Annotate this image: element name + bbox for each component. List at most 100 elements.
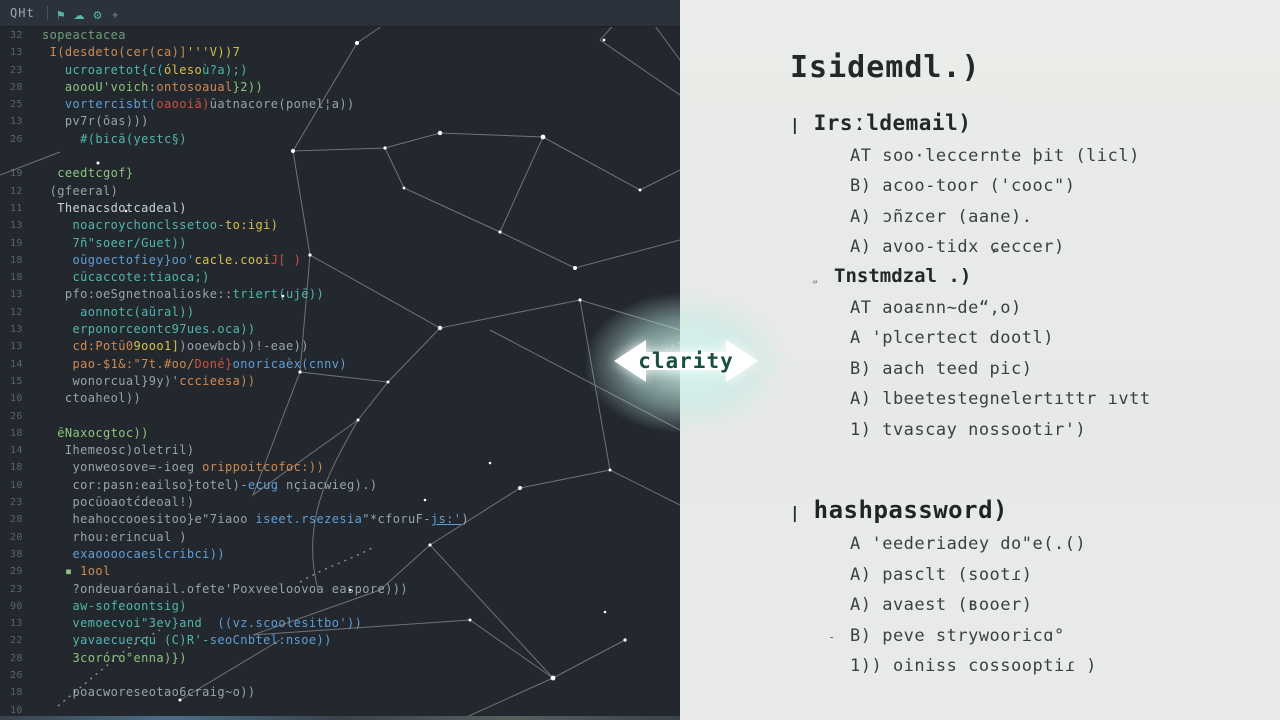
sparkle-icon[interactable]: ✦ xyxy=(110,8,120,22)
code-line: 13 I(desdeto(cer(ca)]'''V))7 xyxy=(0,44,680,61)
line-number: 10 xyxy=(10,479,23,491)
code-text: Ihemeosc)oletril) xyxy=(42,443,195,458)
code-text: wonorcual}9y)'cccieesa)) xyxy=(42,373,256,388)
line-number: 18 xyxy=(10,687,23,699)
line-number: 23 xyxy=(10,64,23,76)
code-line: 26 xyxy=(0,667,680,684)
line-number: 15 xyxy=(10,375,23,387)
code-text: noacroychonclssetoo-to:igi) xyxy=(42,218,279,233)
note-item: B) aach teed pic) xyxy=(850,358,1033,379)
code-line: 38 exaoooocaeslcribci)) xyxy=(0,546,680,563)
toolbar-icons: ⚑ ☁ ⚙ ✦ xyxy=(48,4,120,23)
code-text: ceedtcgof} xyxy=(42,166,134,181)
code-line: 13 vemoecvoi"3ev}and ((vz.scoolesitbo')) xyxy=(0,615,680,632)
code-text: ctoaheol)) xyxy=(42,391,142,406)
code-line: 90 aw-sofeoontsig) xyxy=(0,598,680,615)
code-line: 14 pao-$1&:"7t.#oo/Doné}onoricaèx(cnnv) xyxy=(0,356,680,373)
code-text: pocūoaotćdeoal!) xyxy=(42,495,195,510)
item-mark: - xyxy=(828,629,836,644)
line-number: 19 xyxy=(10,237,23,249)
code-line: 28 aoooU'voich:ontosoaual}2)) xyxy=(0,79,680,96)
notes-subheading: „Tnstmdzal .) xyxy=(812,265,1280,287)
heading-bar: | xyxy=(790,115,800,134)
line-number: 13 xyxy=(10,341,23,353)
line-number: 14 xyxy=(10,445,23,457)
line-number: 13 xyxy=(10,618,23,630)
heading-text: hashpassword) xyxy=(813,495,1008,524)
line-number: 29 xyxy=(10,566,23,578)
note-item: B) acoo-toor ('cooc") xyxy=(850,176,1076,196)
code-line: 13 pv7r(ōas))) xyxy=(0,113,680,130)
cloud-icon[interactable]: ☁ xyxy=(73,8,85,22)
code-line: 23 ?ondeuaróanail.ofete'Poxveeloovoa eas… xyxy=(0,581,680,598)
code-text: I(desdeto(cer(ca)]'''V))7 xyxy=(42,45,241,60)
line-number: 18 xyxy=(10,254,23,266)
code-line: 13 noacroychonclssetoo-to:igi) xyxy=(0,217,680,234)
code-line: 14 Ihemeosc)oletril) xyxy=(0,442,680,459)
code-line: 12 aonnotc(aŭral)) xyxy=(0,304,680,321)
code-text: oūgoectofiey}oo'cacle.cooiJ[ ) xyxy=(42,252,302,267)
code-line: 18 poacworeseotao6craig~o)) xyxy=(0,684,680,701)
code-line: 15 wonorcual}9y)'cccieesa)) xyxy=(0,373,680,390)
line-number: 19 xyxy=(10,168,23,180)
line-number: 14 xyxy=(10,358,23,370)
code-text: ?ondeuaróanail.ofete'Poxveeloovoa easpor… xyxy=(42,581,408,596)
gear-icon[interactable]: ⚙ xyxy=(92,8,103,22)
line-number: 23 xyxy=(10,583,23,595)
code-line xyxy=(0,148,680,165)
code-line: 13 pfo:oeSgnetnoalioske::triert(ujē)) xyxy=(0,286,680,303)
note-item: A) avaest (ʙooer) xyxy=(850,595,1033,615)
heading-text: Irsːldemail) xyxy=(813,111,972,135)
flag-icon[interactable]: ⚑ xyxy=(55,8,66,22)
note-item: A 'eederiadey do"e(.() xyxy=(850,534,1087,554)
code-text: cūcaccote:tiaoca;) xyxy=(42,270,210,285)
note-item: 1)) oiniss cossooptiɾ ) xyxy=(850,656,1097,676)
line-number: 25 xyxy=(10,99,23,111)
line-number: 28 xyxy=(10,652,23,664)
notes-gap xyxy=(790,440,1280,470)
line-number: 32 xyxy=(10,30,23,41)
note-item: A) avoo-tidx ɕeccer) xyxy=(850,237,1065,257)
note-item: AT soo·leccernte þit (licl) xyxy=(850,145,1140,166)
note-item: A) ɔñzcer (aane). xyxy=(850,206,1033,227)
code-line: 19 7ñ"soeer/Guet)) xyxy=(0,235,680,252)
code-line: 18 cūcaccote:tiaoca;) xyxy=(0,269,680,286)
code-text: #(bicā(yestc§) xyxy=(42,131,187,146)
note-item: A) lbeetestegnelertıttr ıvtt xyxy=(850,389,1151,409)
code-text: (gfeeral) xyxy=(42,183,119,198)
code-line: 13 cd:Potū09ooo1])ooewbcb))!-eae)) xyxy=(0,338,680,355)
code-line: 29 ▪ 1ool xyxy=(0,563,680,580)
code-text: ucroaretot{c(ólesoù?a);) xyxy=(42,62,248,77)
code-text: poacworeseotao6craig~o)) xyxy=(42,685,256,700)
code-text: rhou:erincual ) xyxy=(42,529,187,544)
line-number: 26 xyxy=(10,410,23,422)
line-number: 13 xyxy=(10,324,23,336)
code-line: 26 xyxy=(0,408,680,425)
notes-section-heading: | hashpassword) xyxy=(790,496,1280,524)
subheading-mark: „ xyxy=(812,274,819,285)
line-number: 18 xyxy=(10,272,23,284)
line-number: 13 xyxy=(10,289,23,301)
editor-scrollbar-strip[interactable] xyxy=(0,716,680,720)
code-text: aonnotc(aŭral)) xyxy=(42,304,195,319)
line-number: 18 xyxy=(10,462,23,474)
code-text: vemoecvoi"3ev}and ((vz.scoolesitbo')) xyxy=(42,616,363,631)
code-line: 22 yavaecuerqu (C)R'-seoCnbtel:nsoe)) xyxy=(0,632,680,649)
line-number: 28 xyxy=(10,81,23,93)
line-number: 22 xyxy=(10,635,23,647)
note-item: -B) peve strywooricɑ° xyxy=(828,625,1065,646)
line-number: 90 xyxy=(10,600,23,612)
heading-bar: | xyxy=(790,502,800,522)
clarity-badge: clarity xyxy=(585,293,785,433)
line-number: 20 xyxy=(10,531,23,543)
line-number: 26 xyxy=(10,669,23,681)
code-text: exaoooocaeslcribci)) xyxy=(42,546,225,561)
badge-label: clarity xyxy=(638,349,734,373)
code-text: yonweosove=-ioeg orippoitcofoc:)) xyxy=(42,460,325,475)
notes-section-heading: | Irsːldemail) xyxy=(790,111,1280,135)
line-number: 13 xyxy=(10,47,23,59)
code-line: 10 cor:pasn:eailso}totel)-ecug nçiacwieg… xyxy=(0,477,680,494)
